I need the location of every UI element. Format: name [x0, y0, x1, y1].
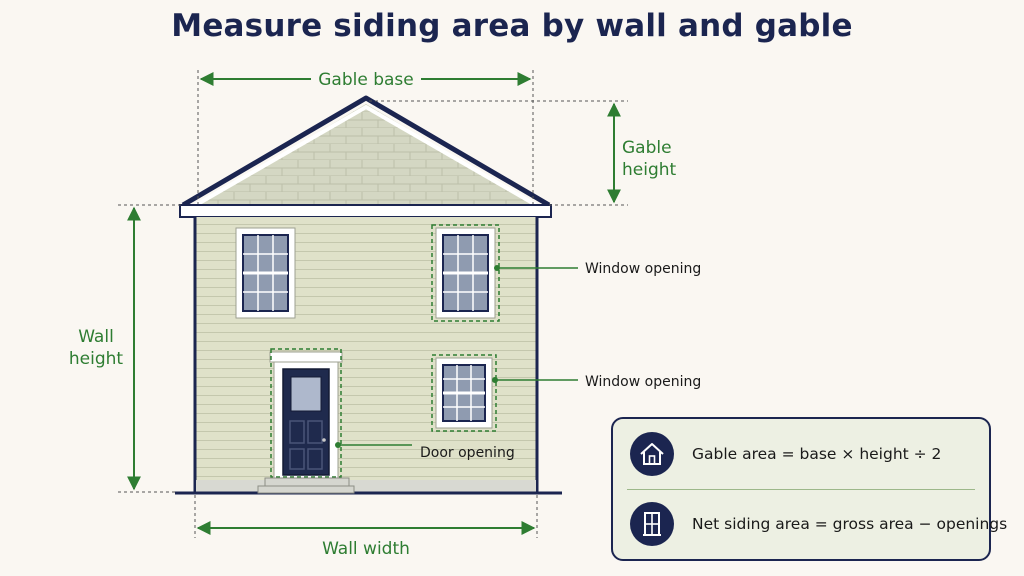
callout-window-lower: Window opening: [492, 374, 701, 390]
window-upper-left: [235, 227, 296, 319]
formula-divider: [627, 489, 975, 490]
window-upper-right: [431, 224, 500, 322]
wall-height-label-line2: height: [69, 349, 124, 369]
callout-door: Door opening: [335, 442, 515, 461]
door-glass: [290, 376, 322, 412]
roof-rake-trim: [195, 104, 537, 207]
gable-area-formula: Gable area = base × height ÷ 2: [692, 445, 942, 463]
gable-height-label-line2: height: [622, 160, 677, 180]
gable-base-dimension: Gable base: [197, 70, 534, 204]
window-opening-outline-upper: [431, 224, 500, 322]
gable-base-label: Gable base: [318, 70, 414, 90]
callout-window-lower-label: Window opening: [585, 374, 701, 390]
window-lower-right: [431, 354, 497, 432]
callout-door-label: Door opening: [420, 445, 515, 461]
window-opening-outline-lower: [431, 354, 497, 432]
diagram-title: Measure siding area by wall and gable: [171, 8, 853, 44]
window-icon: [630, 502, 674, 546]
net-siding-area-formula: Net siding area = gross area − openings: [692, 515, 1008, 533]
callout-window-upper: Window opening: [494, 261, 701, 277]
front-door: [257, 348, 355, 494]
formula-panel: Gable area = base × height ÷ 2 Net sidin…: [611, 417, 1007, 561]
roof-rake-outline: [181, 95, 551, 208]
formula-row-net: Net siding area = gross area − openings: [613, 493, 1007, 555]
door-step-lower: [257, 485, 355, 494]
gable-height-label-line1: Gable: [622, 138, 672, 158]
door-step-upper: [264, 477, 350, 487]
gable: [181, 95, 551, 208]
door-knob: [322, 438, 326, 442]
gable-shingles: [196, 104, 536, 205]
callout-window-upper-label: Window opening: [585, 261, 701, 277]
house-icon: [630, 432, 674, 476]
foundation: [196, 480, 536, 492]
wall-width-label: Wall width: [322, 539, 410, 559]
gable-height-dimension: Gable height: [369, 100, 677, 206]
fascia-board: [179, 204, 552, 218]
wall-height-dimension: Wall height: [69, 204, 182, 493]
door-opening-outline: [270, 348, 342, 478]
wall-height-label-line1: Wall: [78, 327, 114, 347]
formula-row-gable: Gable area = base × height ÷ 2: [613, 423, 989, 485]
door-header: [269, 351, 343, 363]
wall-width-dimension: Wall width: [194, 495, 538, 559]
